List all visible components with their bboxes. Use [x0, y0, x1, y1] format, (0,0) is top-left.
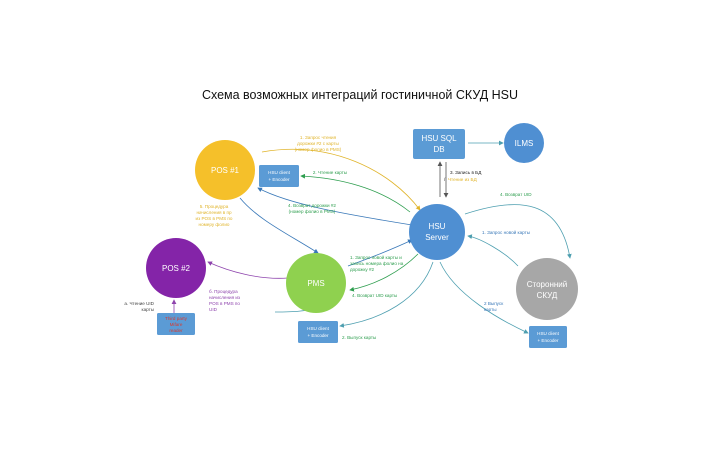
- node-third-party-skud[interactable]: Сторонний СКУД: [516, 258, 578, 320]
- annotation-card-issue-right: 2 Выпуск карты: [484, 301, 504, 312]
- pos1-label: POS #1: [211, 166, 240, 175]
- pms-label: PMS: [307, 279, 324, 288]
- svg-text:номеру фолио: номеру фолио: [199, 222, 230, 227]
- ilms-label: ILMS: [515, 139, 534, 148]
- page-title: Схема возможных интеграций гостиничной С…: [201, 88, 519, 102]
- svg-text:а. Чтение UID: а. Чтение UID: [124, 301, 154, 306]
- svg-text:б. Процедура: б. Процедура: [209, 289, 238, 294]
- svg-text:(номер фолио в PMS): (номер фолио в PMS): [289, 209, 336, 214]
- svg-text:UID: UID: [209, 307, 218, 312]
- annotation-card-read: 2. Чтение карты: [313, 170, 347, 175]
- node-pms[interactable]: PMS: [286, 253, 346, 313]
- hsu-sql-db-label-line1: HSU SQL: [421, 134, 457, 143]
- arrow-pos1-to-pms-accrual: [239, 197, 319, 254]
- mifare-line2: Mifare: [170, 322, 183, 327]
- mifare-line1: Third party: [165, 316, 188, 321]
- client-top-line2: + Encoder: [268, 177, 290, 182]
- mifare-line3: reader: [169, 328, 183, 333]
- node-ilms[interactable]: ILMS: [504, 123, 544, 163]
- node-client-right[interactable]: HSU client + Encoder: [529, 326, 567, 348]
- arrow-server-to-client-right: [439, 261, 529, 334]
- annotation-uid-return-top: 4. Возврат UID: [500, 192, 532, 197]
- svg-text:дорожки #2 с карты: дорожки #2 с карты: [297, 141, 339, 146]
- client-top-line1: HSU client: [268, 170, 290, 175]
- svg-text:4. Возврат UID: 4. Возврат UID: [500, 192, 532, 197]
- svg-text:1. Запрос чтения: 1. Запрос чтения: [300, 135, 337, 140]
- svg-text:Чтение из БД: Чтение из БД: [448, 177, 478, 182]
- node-hsu-server[interactable]: HSU Server: [409, 204, 465, 260]
- node-client-top[interactable]: HSU client + Encoder: [259, 165, 299, 187]
- annotation-track-return: 4. Возврат дорожки #2 (номер фолио в PMS…: [288, 203, 336, 214]
- svg-text:/: /: [444, 177, 446, 182]
- annotation-card-issue-bottom: 2. Выпуск карты: [342, 335, 376, 340]
- svg-text:карты: карты: [484, 307, 497, 312]
- node-pos2[interactable]: POS #2: [146, 238, 206, 298]
- hsu-sql-db-label-line2: DB: [433, 145, 444, 154]
- svg-text:4. Возврат дорожки #2: 4. Возврат дорожки #2: [288, 203, 336, 208]
- client-right-line1: HSU client: [537, 331, 559, 336]
- annotation-pos2-accrual: б. Процедура начисления из POS в PMS по …: [209, 289, 240, 312]
- annotation-uid-return-pms: 4. Возврат UID карты: [352, 293, 397, 298]
- annotation-pms-request: 1. Запрос новой карты и запись номера фо…: [350, 254, 404, 272]
- svg-text:5. Процедура: 5. Процедура: [200, 204, 229, 209]
- annotation-db-write: 3. Запись в БД / Чтение из БД: [444, 170, 482, 182]
- svg-text:4. Возврат UID карты: 4. Возврат UID карты: [352, 293, 397, 298]
- svg-text:3. Запись в БД: 3. Запись в БД: [450, 170, 482, 175]
- svg-text:карты: карты: [141, 307, 154, 312]
- arrow-pos1-to-server-request: [261, 148, 421, 211]
- svg-text:начисления из: начисления из: [209, 295, 240, 300]
- svg-text:POS в PMS по: POS в PMS по: [209, 301, 240, 306]
- svg-text:запись номера фолио на: запись номера фолио на: [350, 261, 404, 266]
- arrow-server-to-pms-uid: [349, 253, 419, 292]
- svg-text:1. Запрос новой карты и: 1. Запрос новой карты и: [350, 254, 402, 260]
- annotation-uid-read: а. Чтение UID карты: [124, 301, 154, 312]
- node-mifare-reader[interactable]: Third party Mifare reader: [157, 313, 195, 335]
- svg-text:2. Выпуск карты: 2. Выпуск карты: [342, 335, 376, 340]
- svg-text:1. Запрос новой карты: 1. Запрос новой карты: [482, 229, 530, 235]
- annotation-pos1-accrual: 5. Процедура начисления в пр из POS в PM…: [196, 204, 233, 227]
- arrow-server-to-client-read: [300, 173, 411, 213]
- svg-text:(номер фолио в PMS): (номер фолио в PMS): [295, 147, 342, 152]
- client-bottom-line2: + Encoder: [307, 333, 329, 338]
- arrow-server-to-skud-uid: [464, 204, 572, 259]
- svg-text:дорожку #2: дорожку #2: [350, 267, 375, 272]
- node-pos1[interactable]: POS #1: [195, 140, 255, 200]
- svg-text:из POS в PMS по: из POS в PMS по: [196, 216, 233, 221]
- skud-label-line2: СКУД: [537, 291, 558, 300]
- node-hsu-sql-db[interactable]: HSU SQL DB: [413, 129, 465, 159]
- svg-text:начисления в пр: начисления в пр: [196, 210, 232, 215]
- svg-text:2. Чтение карты: 2. Чтение карты: [313, 170, 347, 175]
- arrow-server-to-pos1-track: [257, 187, 413, 226]
- svg-text:2 Выпуск: 2 Выпуск: [484, 301, 504, 306]
- hsu-server-label-line1: HSU: [429, 222, 446, 231]
- arrow-pms-to-server-request: [347, 239, 413, 267]
- arrow-server-to-client-bottom: [339, 261, 434, 328]
- skud-label-line1: Сторонний: [527, 280, 567, 289]
- hsu-server-label-line2: Server: [425, 233, 449, 242]
- arrow-skud-to-server-request: [467, 234, 519, 267]
- arrow-pms-to-pos2-accrual: [207, 261, 289, 279]
- pos2-label: POS #2: [162, 264, 191, 273]
- annotation-pos1-request: 1. Запрос чтения дорожки #2 с карты (ном…: [295, 135, 342, 152]
- client-bottom-line1: HSU client: [307, 326, 329, 331]
- client-right-line2: + Encoder: [537, 338, 559, 343]
- node-client-bottom[interactable]: HSU client + Encoder: [298, 321, 338, 343]
- annotation-new-card-request-right: 1. Запрос новой карты: [482, 229, 530, 235]
